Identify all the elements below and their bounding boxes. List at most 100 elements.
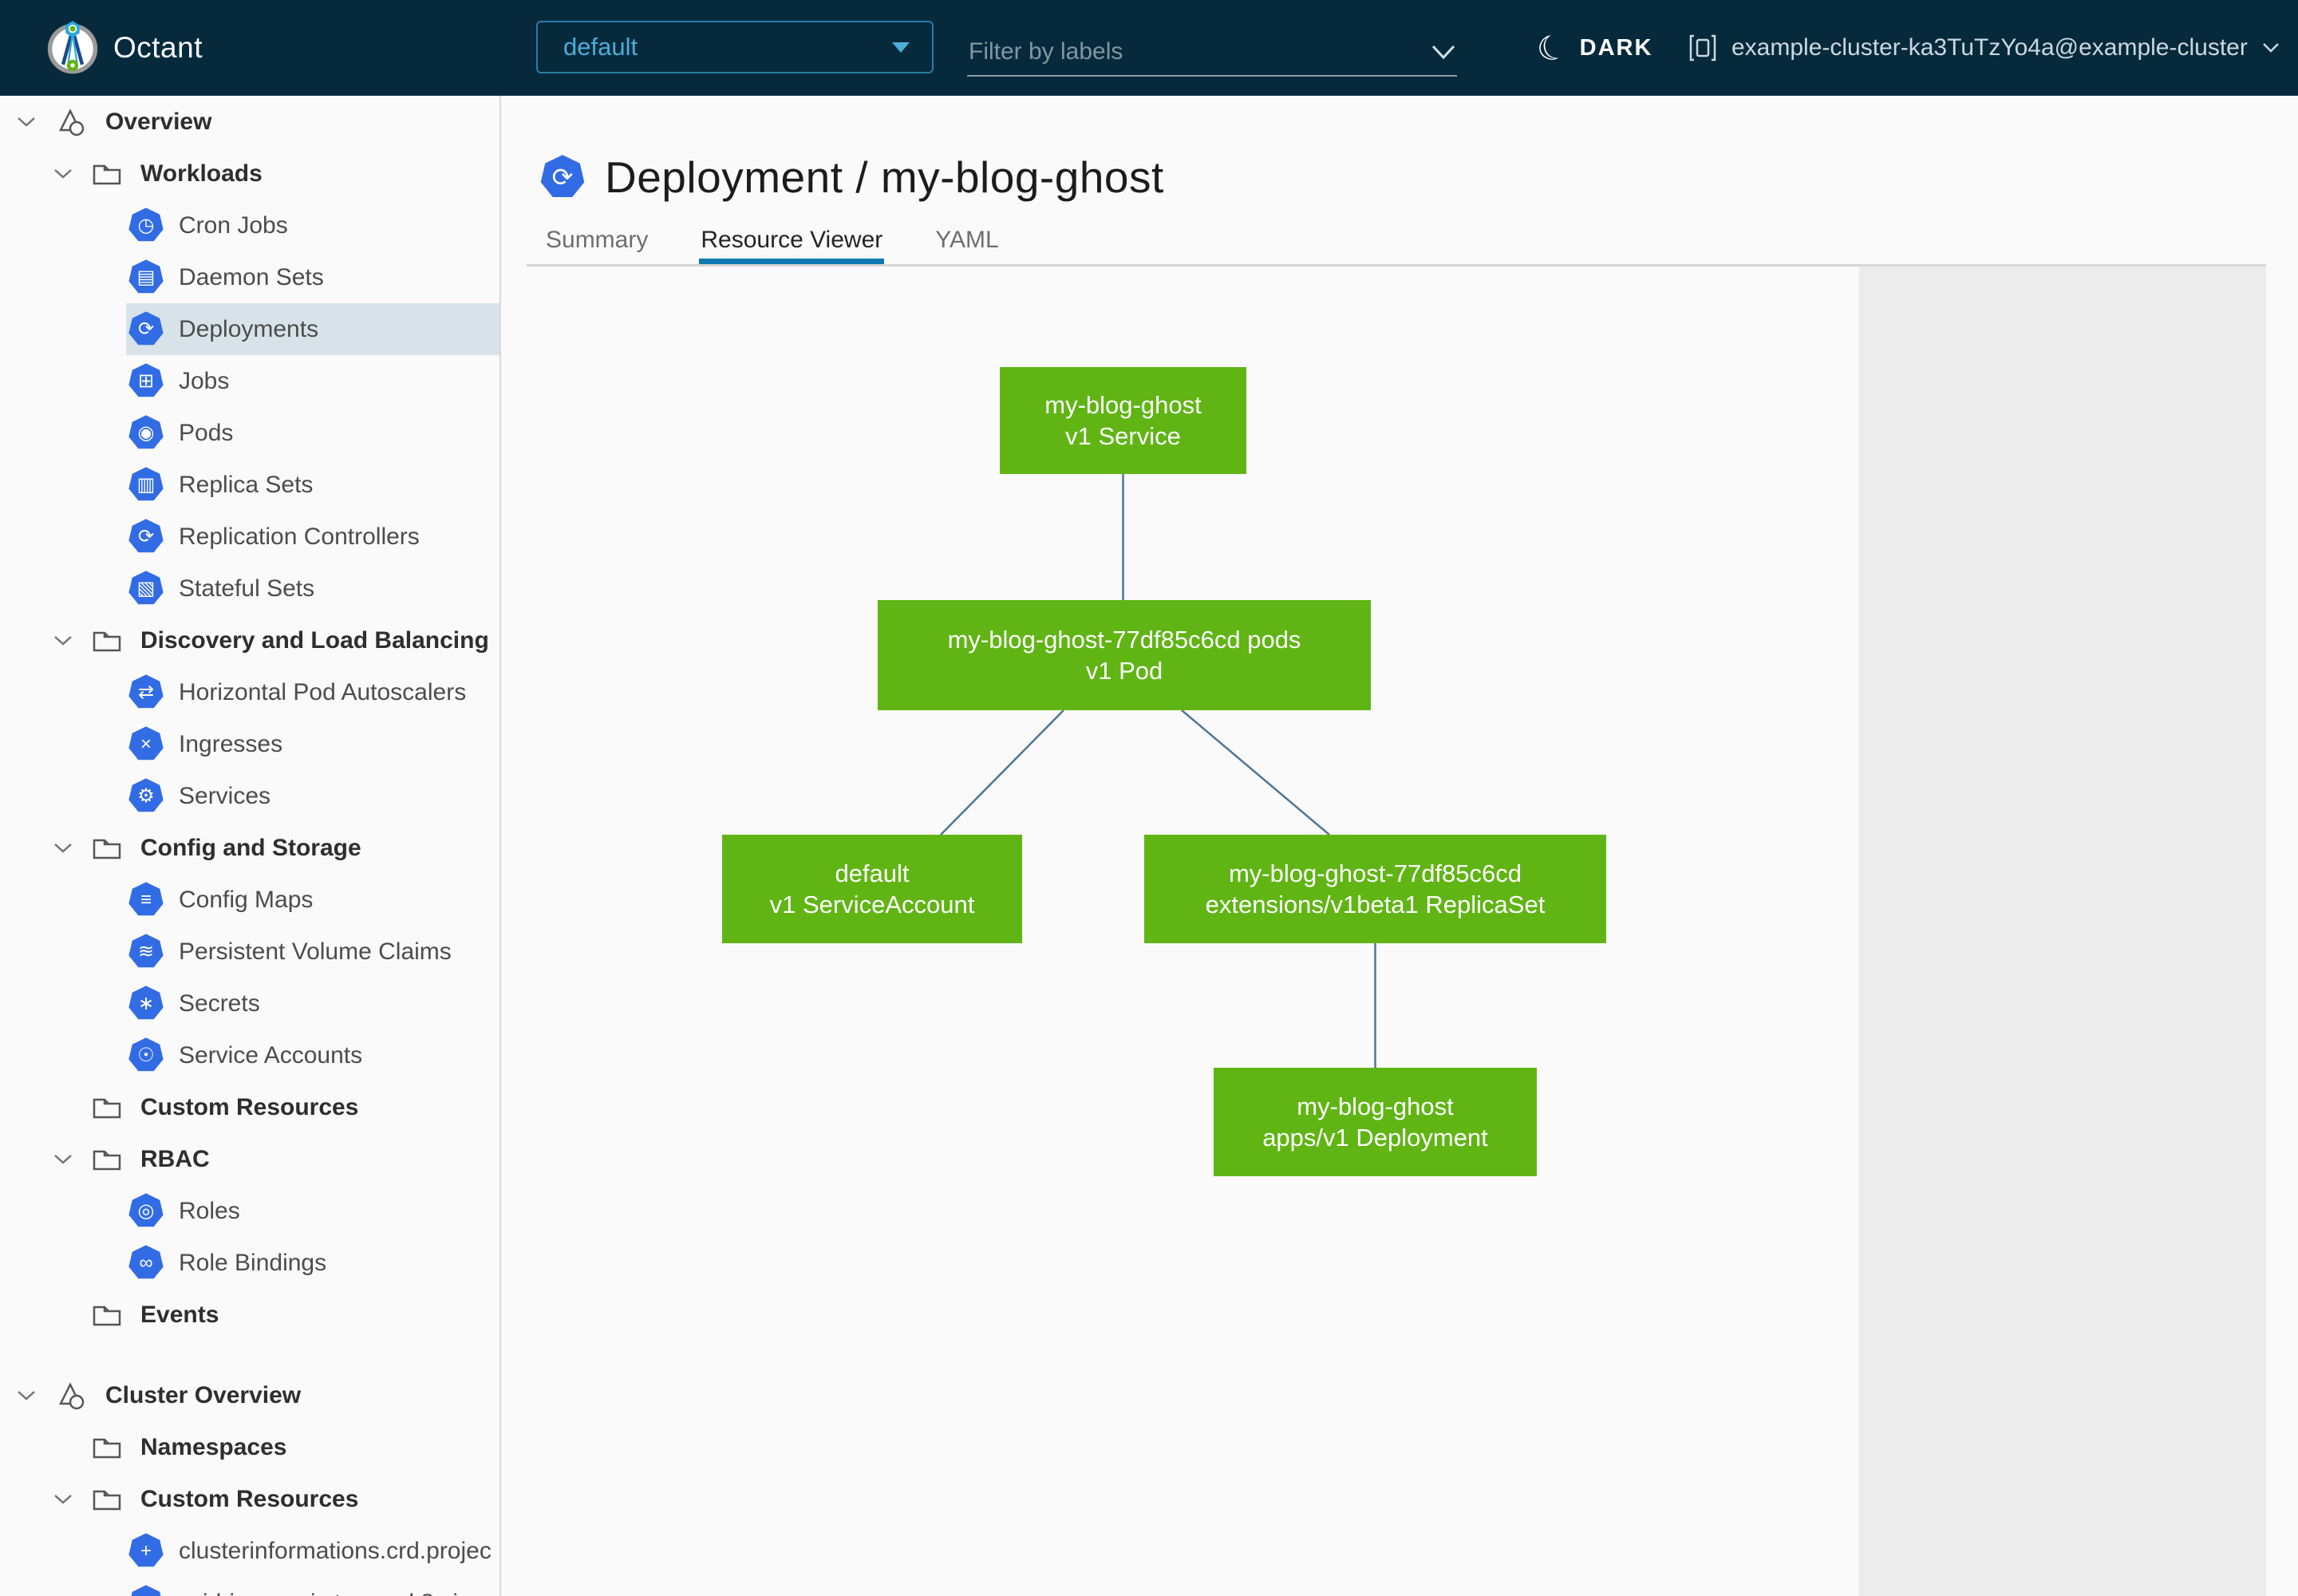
graph-node-serviceaccount[interactable]: default v1 ServiceAccount <box>722 835 1022 943</box>
sidebar-item-pods[interactable]: ◉Pods <box>0 407 499 459</box>
label-filter <box>967 29 1457 77</box>
sidebar-item-namespaces[interactable]: Namespaces <box>0 1421 499 1473</box>
sidebar-item-config-and-storage[interactable]: Config and Storage <box>0 822 499 874</box>
app-header: Octant default ☾ DARK example-cluster-ka… <box>0 0 2298 96</box>
sidebar-item-custom-resources[interactable]: Custom Resources <box>0 1473 499 1525</box>
graph-node-label: default <box>835 859 910 887</box>
sidebar-item-replication-controllers[interactable]: ⟳ Replication Controllers <box>0 511 499 563</box>
sidebar-item-clusterinformations-crd-projec[interactable]: +clusterinformations.crd.projec <box>0 1525 499 1577</box>
graph-node-label: my-blog-ghost <box>1297 1092 1454 1120</box>
sidebar-item-label: Cron Jobs <box>179 211 288 239</box>
sidebar-item-stateful-sets[interactable]: ▧Stateful Sets <box>0 563 499 614</box>
octant-logo <box>47 21 98 74</box>
sidebar-item-replica-sets[interactable]: ▥Replica Sets <box>0 459 499 511</box>
folder-icon <box>91 1094 123 1121</box>
graph-node-label: my-blog-ghost-77df85c6cd pods <box>947 626 1301 654</box>
chevron-down-icon[interactable] <box>51 842 75 854</box>
applications-icon <box>54 1379 88 1412</box>
theme-toggle-label: DARK <box>1579 34 1653 61</box>
graph-node-label: extensions/v1beta1 ReplicaSet <box>1205 891 1546 918</box>
theme-toggle-button[interactable]: ☾ DARK <box>1532 0 1653 96</box>
sidebar-item-jobs[interactable]: ⊞Jobs <box>0 355 499 407</box>
sidebar-item-secrets[interactable]: ∗Secrets <box>0 978 499 1029</box>
chevron-down-icon[interactable] <box>51 634 75 646</box>
sidebar-item-label: Ingresses <box>179 730 283 757</box>
sidebar-item-workloads[interactable]: Workloads <box>0 148 499 200</box>
sidebar-item-discovery-and-load-balancing[interactable]: Discovery and Load Balancing <box>0 614 499 666</box>
sidebar-item-config-maps[interactable]: ≡ Config Maps <box>0 874 499 926</box>
serviceaccount-icon: ☉ <box>128 1037 164 1072</box>
sidebar-item-label: Horizontal Pod Autoscalers <box>179 678 467 705</box>
folder-icon <box>91 1434 123 1461</box>
sidebar-item-cron-jobs[interactable]: ◷ Cron Jobs <box>0 200 499 251</box>
graph-edges <box>940 474 1376 1068</box>
folder-icon <box>91 1302 123 1329</box>
tab-resource-viewer[interactable]: Resource Viewer <box>699 222 885 264</box>
graph-edge-pod-replicaset <box>1181 709 1330 836</box>
configmap-icon: ≡ <box>128 882 164 916</box>
sidebar-item-role-bindings[interactable]: ∞ Role Bindings <box>0 1237 499 1289</box>
sidebar-item-overview[interactable]: Overview <box>0 96 499 148</box>
sidebar-item-deployments[interactable]: ⟳Deployments <box>0 303 499 355</box>
graph-node-deployment[interactable]: my-blog-ghost apps/v1 Deployment <box>1214 1068 1537 1176</box>
chevron-down-icon[interactable] <box>1430 43 1457 61</box>
statefulset-icon: ▧ <box>128 571 164 605</box>
sidebar-item-persistent-volume-claims[interactable]: ≋Persistent Volume Claims <box>0 926 499 978</box>
page-title: ⟳ Deployment / my-blog-ghost <box>539 152 1164 203</box>
folder-icon <box>91 1486 123 1513</box>
sidebar-item-label: Pods <box>179 419 234 446</box>
cronjob-icon: ◷ <box>128 207 164 242</box>
sidebar-item-custom-resources[interactable]: Custom Resources <box>0 1081 499 1133</box>
namespace-dropdown[interactable]: default <box>536 21 934 73</box>
sidebar-item-label: Config and Storage <box>140 834 361 861</box>
replicaset-icon: ▥ <box>128 467 164 501</box>
chevron-down-icon[interactable] <box>51 1493 75 1505</box>
sidebar-item-rbac[interactable]: RBAC <box>0 1133 499 1185</box>
details-panel <box>1859 267 2266 1596</box>
sidebar-item-label: Config Maps <box>179 886 314 913</box>
sidebar-item-cluster-overview[interactable]: Cluster Overview <box>0 1369 499 1421</box>
role-icon: ◎ <box>128 1193 164 1227</box>
chevron-down-icon[interactable] <box>14 1389 38 1401</box>
sidebar-item-ingresses[interactable]: × Ingresses <box>0 718 499 770</box>
sidebar-item-label: Secrets <box>179 990 260 1017</box>
main-content: ⟳ Deployment / my-blog-ghost Summary Reso… <box>501 96 2298 1596</box>
sidebar-item-label: Cluster Overview <box>105 1381 302 1408</box>
chevron-down-icon[interactable] <box>51 168 75 180</box>
sidebar-item-services[interactable]: ⚙Services <box>0 770 499 822</box>
chevron-down-icon[interactable] <box>14 116 38 128</box>
tab-yaml[interactable]: YAML <box>934 222 1000 264</box>
sidebar-item-service-accounts[interactable]: ☉Service Accounts <box>0 1029 499 1081</box>
ingress-icon: × <box>128 726 164 760</box>
sidebar-item-label: clusterinformations.crd.projec <box>179 1537 492 1564</box>
sidebar-item-csidrivers-csi-storage-k8s-io[interactable]: ∗csidrivers.csi.storage.k8s.io <box>0 1577 499 1596</box>
sidebar-item-label: Role Bindings <box>179 1249 327 1276</box>
app-title: Octant <box>113 31 203 64</box>
sidebar-item-label: Discovery and Load Balancing <box>140 626 489 654</box>
graph-node-label: v1 Pod <box>1085 657 1163 685</box>
sidebar-item-label: Replication Controllers <box>179 523 420 550</box>
replicationcontroller-icon: ⟳ <box>128 519 164 553</box>
graph-node-label: apps/v1 Deployment <box>1262 1124 1488 1152</box>
sidebar-item-label: csidrivers.csi.storage.k8s.io <box>179 1590 472 1596</box>
sidebar-item-label: RBAC <box>140 1145 210 1172</box>
sidebar-item-horizontal-pod-autoscalers[interactable]: ⇄Horizontal Pod Autoscalers <box>0 666 499 718</box>
tab-summary[interactable]: Summary <box>544 222 650 264</box>
chevron-down-icon[interactable] <box>51 1153 75 1165</box>
folder-icon <box>91 835 123 862</box>
graph-node-label: my-blog-ghost <box>1044 391 1202 419</box>
sidebar-item-label: Persistent Volume Claims <box>179 938 452 965</box>
graph-node-label: v1 ServiceAccount <box>769 891 975 918</box>
sidebar-item-roles[interactable]: ◎Roles <box>0 1185 499 1237</box>
rolebinding-icon: ∞ <box>128 1245 164 1279</box>
label-filter-input[interactable] <box>967 38 1430 66</box>
cluster-selector[interactable]: example-cluster-ka3TuTzYo4a@example-clus… <box>1688 0 2280 96</box>
caret-down-icon <box>892 41 910 53</box>
daemonset-icon: ▤ <box>128 259 164 294</box>
service-icon: ⚙ <box>128 778 164 812</box>
sidebar-item-daemon-sets[interactable]: ▤Daemon Sets <box>0 251 499 303</box>
graph-node-pod[interactable]: my-blog-ghost-77df85c6cd pods v1 Pod <box>878 600 1371 710</box>
sidebar-item-events[interactable]: Events <box>0 1289 499 1341</box>
